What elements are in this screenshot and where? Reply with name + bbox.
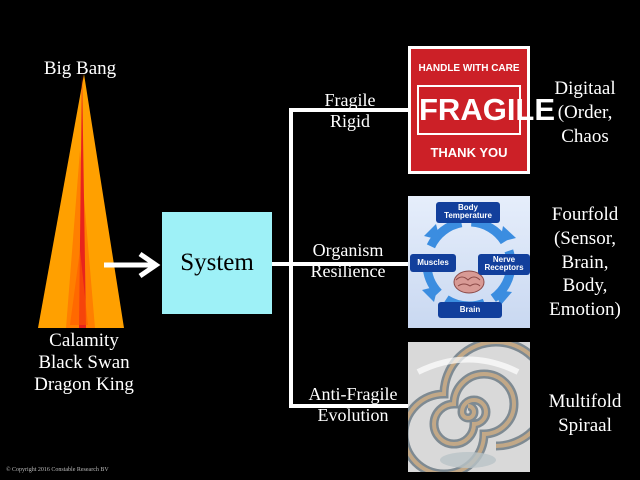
thank-you-text: THANK YOU [430, 145, 508, 160]
fragile-label: Fragile [324, 90, 376, 110]
branch-label-fragile: Fragile Rigid [295, 90, 405, 131]
black-swan-label: Black Swan [38, 351, 130, 373]
right-label-fourfold: Fourfold (Sensor, Brain, Body, Emotion) [535, 203, 635, 322]
sensor-text: (Sensor, [553, 227, 617, 249]
anti-fragile-label: Anti-Fragile [308, 384, 398, 404]
origin-bottom-labels: Calamity Black Swan Dragon King [18, 330, 150, 396]
spiraal-text: Spiraal [558, 414, 612, 436]
big-bang-label: Big Bang [43, 58, 117, 79]
arrow-icon [104, 251, 161, 279]
copyright-text: © Copyright 2016 Constable Research BV [6, 467, 109, 473]
system-label: System [180, 249, 254, 276]
spiral-icon [399, 337, 553, 479]
handle-with-care-text: HANDLE WITH CARE [418, 63, 520, 74]
body-temperature-node: Body Temperature [436, 202, 500, 223]
resilience-label: Resilience [310, 260, 386, 281]
cone-icon [38, 70, 124, 328]
branch-label-organism: Organism Resilience [293, 240, 403, 281]
nerve-receptors-node: Nerve Receptors [478, 254, 530, 275]
system-box: System [162, 212, 272, 314]
branch-label-anti-fragile: Anti-Fragile Evolution [298, 384, 408, 425]
right-label-digitaal: Digitaal (Order, Chaos [535, 77, 635, 148]
fragile-text: FRAGILE [417, 85, 555, 135]
fragile-sticker-image: HANDLE WITH CARE FRAGILE THANK YOU [408, 46, 555, 174]
calamity-label: Calamity [49, 330, 119, 351]
dragon-king-label: Dragon King [34, 373, 134, 395]
spiral-image [399, 337, 553, 479]
multifold-text: Multifold [548, 391, 622, 412]
rigid-label: Rigid [329, 110, 370, 131]
chaos-text: Chaos [561, 125, 609, 147]
muscles-node: Muscles [410, 254, 456, 273]
right-label-multifold: Multifold Spiraal [535, 390, 635, 438]
order-text: (Order, [557, 101, 613, 123]
body-text: Body, [562, 275, 608, 297]
organism-label: Organism [312, 240, 384, 260]
brain-node: Brain [438, 302, 502, 319]
brain-text: Brain, [561, 251, 609, 273]
organism-cycle-image: Body Temperature Muscles Nerve Receptors… [408, 196, 530, 328]
fragile-sticker: HANDLE WITH CARE FRAGILE THANK YOU [411, 49, 555, 171]
digitaal-text: Digitaal [554, 78, 616, 99]
evolution-label: Evolution [317, 404, 389, 425]
emotion-text: Emotion) [549, 299, 621, 320]
fourfold-text: Fourfold [551, 204, 619, 225]
